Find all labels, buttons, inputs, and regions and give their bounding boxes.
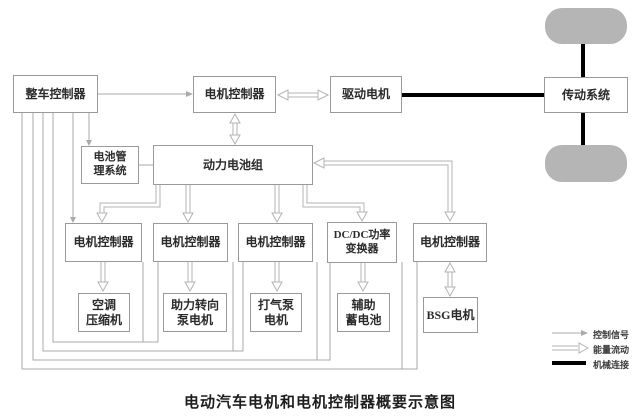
control-signal-arrowheads	[70, 91, 193, 223]
mechanical-lines	[402, 42, 585, 147]
legend-control-signal-label: 控制信号	[593, 330, 630, 340]
drive-motor-box: 驱动电机	[330, 76, 402, 113]
motor-controller-4-box: 电机控制器	[413, 223, 487, 262]
wheel-top	[545, 8, 627, 44]
diagram-caption: 电动汽车电机和电机控制器概要示意图	[183, 395, 456, 411]
legend-symbols	[552, 330, 590, 365]
battery-management-box: 电池管 理系统	[81, 146, 139, 184]
main-motor-controller-box: 电机控制器	[193, 76, 276, 113]
steering-pump-motor-box: 助力转向 泵电机	[163, 293, 227, 332]
battery-pack-box: 动力电池组	[153, 145, 313, 185]
bsg-motor-box: BSG电机	[423, 297, 478, 333]
energy-flow-arrowheads	[96, 89, 456, 298]
legend-mechanical-link-label: 机械连接	[593, 360, 630, 370]
control-signal-lines	[21, 93, 418, 370]
energy-flow-lines	[96, 89, 456, 298]
aux-battery-box: 辅助 蓄电池	[337, 293, 390, 332]
dcdc-converter-box: DC/DC功率 变换器	[327, 222, 397, 263]
transmission-box: 传动系统	[544, 77, 628, 113]
motor-controller-3-box: 电机控制器	[238, 223, 313, 262]
wheel-bottom	[545, 145, 627, 182]
vehicle-controller-box: 整车控制器	[13, 75, 98, 113]
legend-energy-flow-label: 能量流动	[593, 345, 630, 355]
ac-compressor-box: 空调 压缩机	[78, 293, 130, 332]
air-pump-motor-box: 打气泵 电机	[250, 293, 302, 332]
motor-controller-2-box: 电机控制器	[153, 223, 228, 262]
motor-controller-1-box: 电机控制器	[65, 223, 142, 262]
